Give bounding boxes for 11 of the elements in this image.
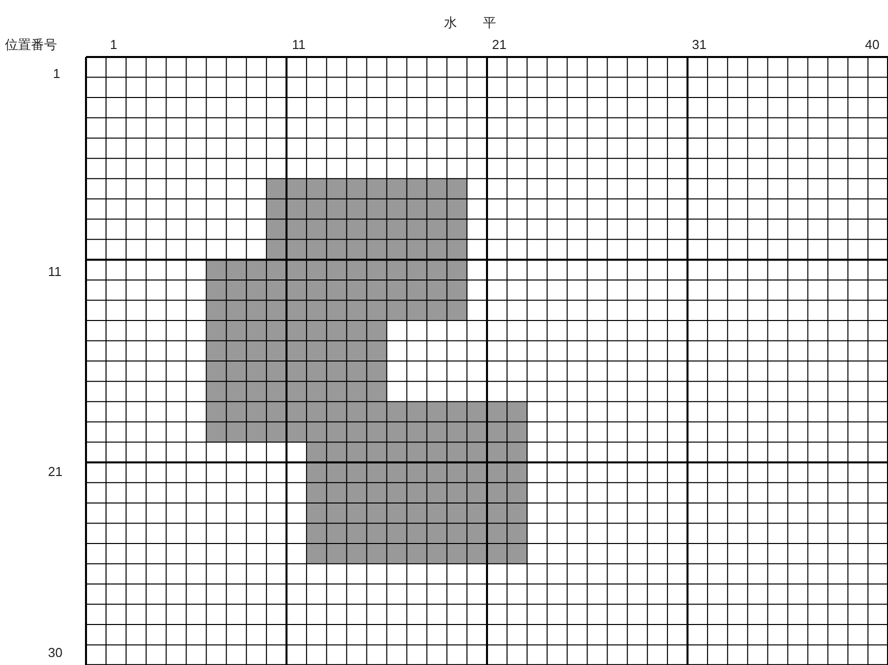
column-number: 11 — [292, 37, 306, 53]
column-number: 21 — [492, 37, 506, 53]
row-number: 1 — [53, 66, 60, 82]
column-number: 40 — [865, 37, 880, 53]
column-number: 31 — [692, 37, 706, 53]
row-number: 11 — [48, 264, 62, 280]
row-number: 30 — [48, 645, 62, 661]
column-number: 1 — [110, 37, 118, 53]
axis-title: 位置番号 — [5, 37, 57, 53]
row-number: 21 — [48, 464, 62, 480]
axis-title: 水平 — [444, 15, 522, 31]
